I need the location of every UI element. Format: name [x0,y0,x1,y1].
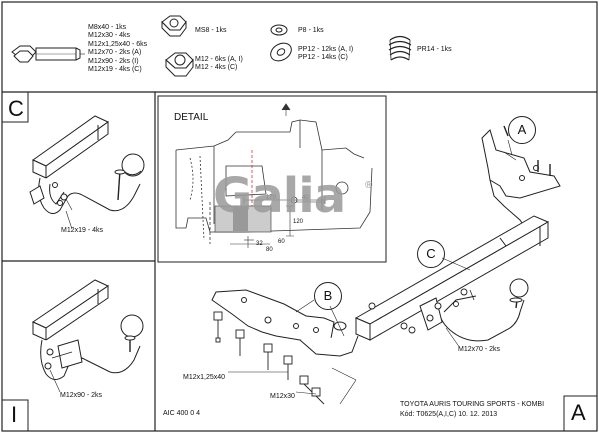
callout-b-leader [295,299,315,313]
detail-dim-120: 120 [293,219,304,225]
nut-m12-line-1: M12 - 6ks (A, I) [195,56,243,63]
detail-dim-32: 32 [256,241,263,247]
bolt-list: M8x40 - 1ks M12x30 - 4ks M12x1,25x40 - 6… [88,24,147,74]
washer-pp12-line-1: PP12 - 12ks (A, I) [298,46,354,53]
nut-m12-list: M12 - 6ks (A, I) M12 - 4ks (C) [195,56,243,73]
panel-i-letter: I [11,402,18,427]
a-letter-box [563,395,598,432]
logo-text: Galia [213,168,346,224]
washer-pp12-line-2: PP12 - 14ks (C) [298,54,348,62]
logo-registered-mark: ® [365,180,373,191]
drawing-code: AIC 400 0 4 [163,410,200,417]
nut-m12-line-2: M12 - 4ks (C) [195,64,238,72]
panel-i-drawing [31,279,144,380]
callout-c: C [417,240,445,268]
spring-washer-label: PR14 - 1ks [417,46,452,53]
vehicle-name: TOYOTA AURIS TOURING SPORTS - KOMBI [400,401,545,408]
panel-c-drawing [29,115,145,214]
detail-frame [157,95,387,263]
bolt-line-1: M8x40 - 1ks [88,24,127,31]
drawing-kod: Kód: T0625(A,I,C) 10. 12. 2013 [400,411,498,418]
bolt-line-3: M12x1,25x40 - 6ks [88,40,148,48]
detail-title: DETAIL [174,112,209,123]
c-leader [65,210,73,230]
m12x30-leader [295,391,317,395]
m12x70-callout: M12x70 - 2ks [458,346,501,353]
callout-c-leader [441,257,471,271]
washer-p8-icon [270,24,288,36]
m12x70-leader [445,327,461,349]
washer-pp12-list: PP12 - 12ks (A, I) PP12 - 14ks (C) [298,46,353,63]
detail-drawing [175,103,373,248]
panel-i-callout: M12x90 - 2ks [60,392,103,399]
i-leader [49,369,61,393]
spring-washer-icon [388,35,412,61]
c-letter-box [1,91,29,123]
detail-dim-80: 80 [266,247,273,253]
i-letter-box [1,399,29,432]
crossbar-fasteners [368,288,468,334]
callout-a-leader [507,139,513,156]
bracket-b [211,289,359,357]
detail-dim-40: 40 [302,195,309,201]
detail-dim-60: 60 [278,239,285,245]
bolt-line-5: M12x90 - 2ks (I) [88,57,139,65]
crossbar-c [354,215,550,341]
nut-m8-icon [161,15,187,37]
bolt-line-4: M12x70 - 2ks (A) [88,49,142,57]
callout-b: B [314,282,342,310]
m12x125x40-callout: M12x1,25x40 [183,374,226,381]
nut-m8-label: MS8 - 1ks [195,27,227,34]
panel-c-callout: M12x19 - 4ks [61,227,104,234]
callout-a: A [508,116,536,144]
galia-logo: Galia [213,172,346,220]
bolt-line-6: M12x19 - 4ks (C) [88,66,142,74]
fasteners-b [213,311,357,405]
panel-c-letter: C [8,96,24,121]
panel-a-letter: A [571,400,586,425]
nut-m12-icon [165,52,194,77]
washer-p8-label: P8 - 1ks [298,27,324,34]
hitch-body [419,278,529,342]
bolt-line-2: M12x30 - 4ks [88,32,131,40]
washer-pp12-icon [270,42,292,62]
detail-dim-170: 170 [266,195,277,201]
bolt-icon [11,45,85,63]
m12x30-callout: M12x30 [270,393,295,400]
